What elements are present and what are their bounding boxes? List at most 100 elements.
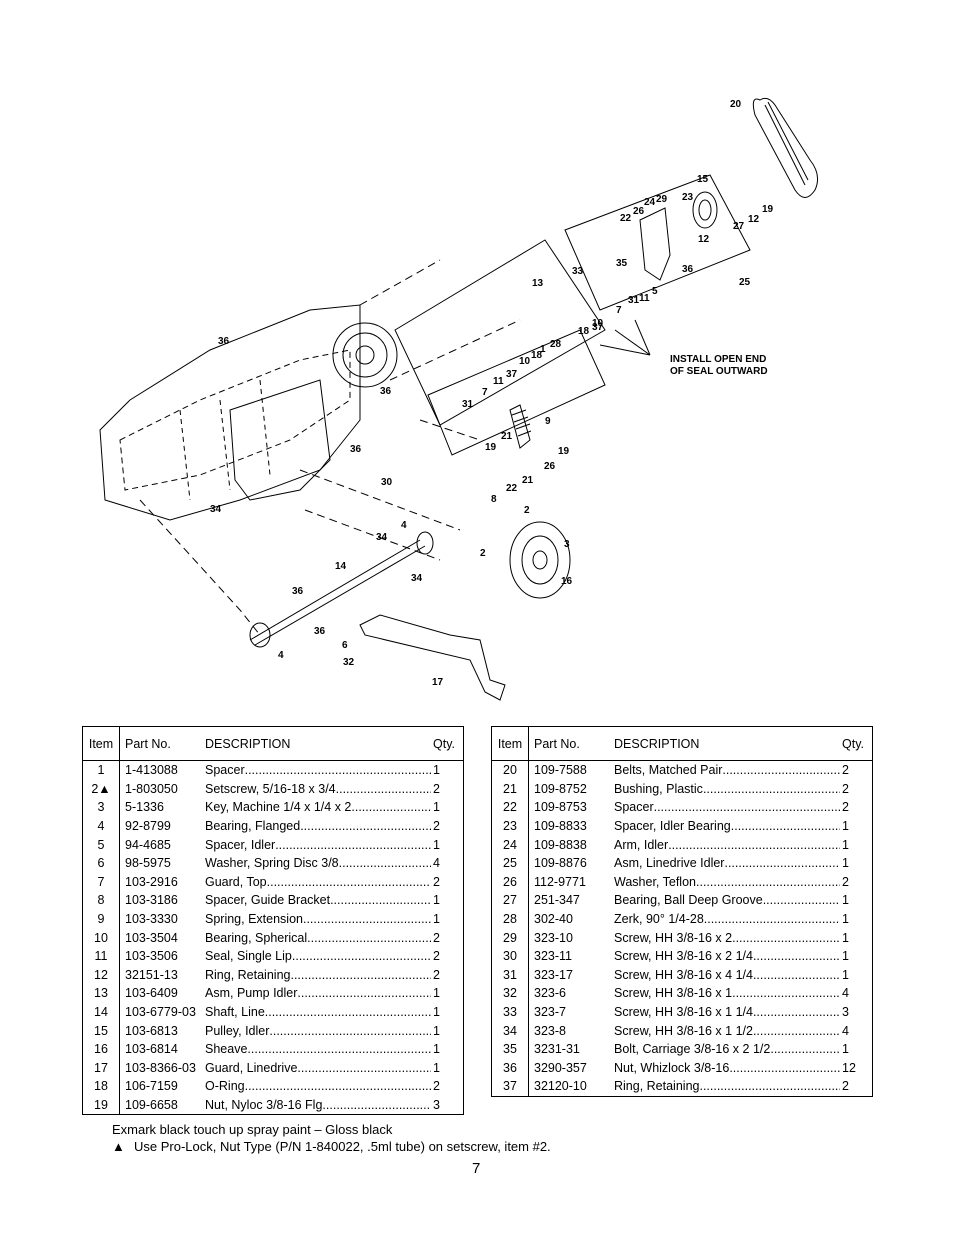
part-description: Guard, Top — [205, 874, 267, 889]
part-description: Bearing, Ball Deep Groove — [614, 893, 763, 908]
part-qty: 1 — [433, 912, 440, 927]
callout: 28 — [550, 339, 562, 350]
dot-leader — [267, 875, 431, 889]
pump-idler-box — [394, 239, 606, 426]
callout: 15 — [697, 174, 709, 185]
part-number: 1-413088 — [125, 763, 178, 778]
part-description: Ring, Retaining — [205, 967, 291, 982]
header-part-no: Part No. — [119, 726, 205, 761]
dot-leader — [292, 949, 431, 963]
callout: 19 — [558, 446, 570, 457]
item-number: 24 — [491, 835, 529, 854]
item-number: 30 — [491, 946, 529, 966]
item-number: 19 — [82, 1095, 120, 1115]
item-number: 11 — [82, 946, 120, 966]
callout: 35 — [616, 258, 628, 269]
part-description: Spacer, Idler — [205, 837, 276, 852]
part-number: 109-8876 — [534, 856, 587, 871]
callout: 27 — [733, 221, 745, 232]
callout: 7 — [616, 305, 622, 316]
callout: 21 — [522, 475, 534, 486]
dot-leader — [269, 1024, 431, 1038]
page-number: 7 — [472, 1160, 481, 1177]
frame-inner — [119, 349, 351, 491]
item-number: 18 — [82, 1077, 120, 1096]
part-number: 103-6779-03 — [125, 1005, 196, 1020]
part-description: Bushing, Plastic — [614, 781, 703, 796]
dot-leader — [729, 1061, 840, 1075]
part-qty: 2 — [842, 800, 849, 815]
dot-leader — [265, 1005, 431, 1019]
dot-leader — [696, 875, 840, 889]
part-number: 109-8753 — [534, 800, 587, 815]
dot-leader — [245, 763, 431, 777]
callout: 36 — [218, 336, 230, 347]
part-qty: 1 — [842, 912, 849, 927]
part-number: 109-6658 — [125, 1097, 178, 1112]
item-number: 36 — [491, 1058, 529, 1078]
part-description: Nut, Whizlock 3/8-16 — [614, 1060, 730, 1075]
part-qty: 2 — [433, 967, 440, 982]
dot-leader — [770, 1042, 840, 1056]
part-number: 32151-13 — [125, 967, 178, 982]
part-qty: 2 — [433, 1079, 440, 1094]
part-number: 302-40 — [534, 912, 573, 927]
callout: 32 — [343, 657, 355, 668]
triangle-icon: ▲ — [112, 1139, 125, 1154]
dot-leader — [753, 1005, 840, 1019]
callout: 2 — [480, 548, 486, 559]
dot-leader — [724, 856, 840, 870]
callout: 3 — [564, 539, 570, 550]
dot-leader — [303, 912, 431, 926]
part-qty: 1 — [433, 1060, 440, 1075]
callout: 36 — [682, 264, 694, 275]
header-item: Item — [491, 726, 529, 761]
dot-leader — [654, 800, 840, 814]
callout: 17 — [432, 677, 444, 688]
callout: 11 — [639, 293, 650, 304]
part-description: Shaft, Line — [205, 1005, 265, 1020]
callout: 25 — [739, 277, 751, 288]
item-number: 20 — [491, 760, 529, 780]
header-item: Item — [82, 726, 120, 761]
callout: 10 — [519, 356, 531, 367]
part-description: Spring, Extension — [205, 912, 303, 927]
callout: 11 — [493, 376, 504, 387]
belt-outline — [752, 97, 819, 198]
part-number: 109-8838 — [534, 837, 587, 852]
part-description: Screw, HH 3/8-16 x 4 1/4 — [614, 967, 753, 982]
item-number: 13 — [82, 984, 120, 1003]
part-number: 103-6409 — [125, 986, 178, 1001]
dot-leader — [703, 782, 840, 796]
callout: 34 — [210, 504, 222, 515]
header-description: DESCRIPTION — [205, 726, 433, 761]
part-number: 1-803050 — [125, 781, 178, 796]
exploded-parts-diagram: INSTALL OPEN END OF SEAL OUTWARD 20 15 2… — [99, 97, 819, 701]
item-number: 16 — [82, 1039, 120, 1059]
part-description: O-Ring — [205, 1079, 245, 1094]
part-number: 103-3330 — [125, 912, 178, 927]
line-shaft — [249, 539, 426, 646]
item-number: 17 — [82, 1058, 120, 1078]
callout: 22 — [620, 213, 632, 224]
part-description: Seal, Single Lip — [205, 949, 292, 964]
table-row: 11-413088Spacer1 — [82, 760, 464, 780]
prolock-note-text: Use Pro-Lock, Nut Type (P/N 1-840022, .5… — [134, 1139, 551, 1154]
callout: 31 — [462, 399, 474, 410]
dot-leader — [297, 986, 431, 1000]
